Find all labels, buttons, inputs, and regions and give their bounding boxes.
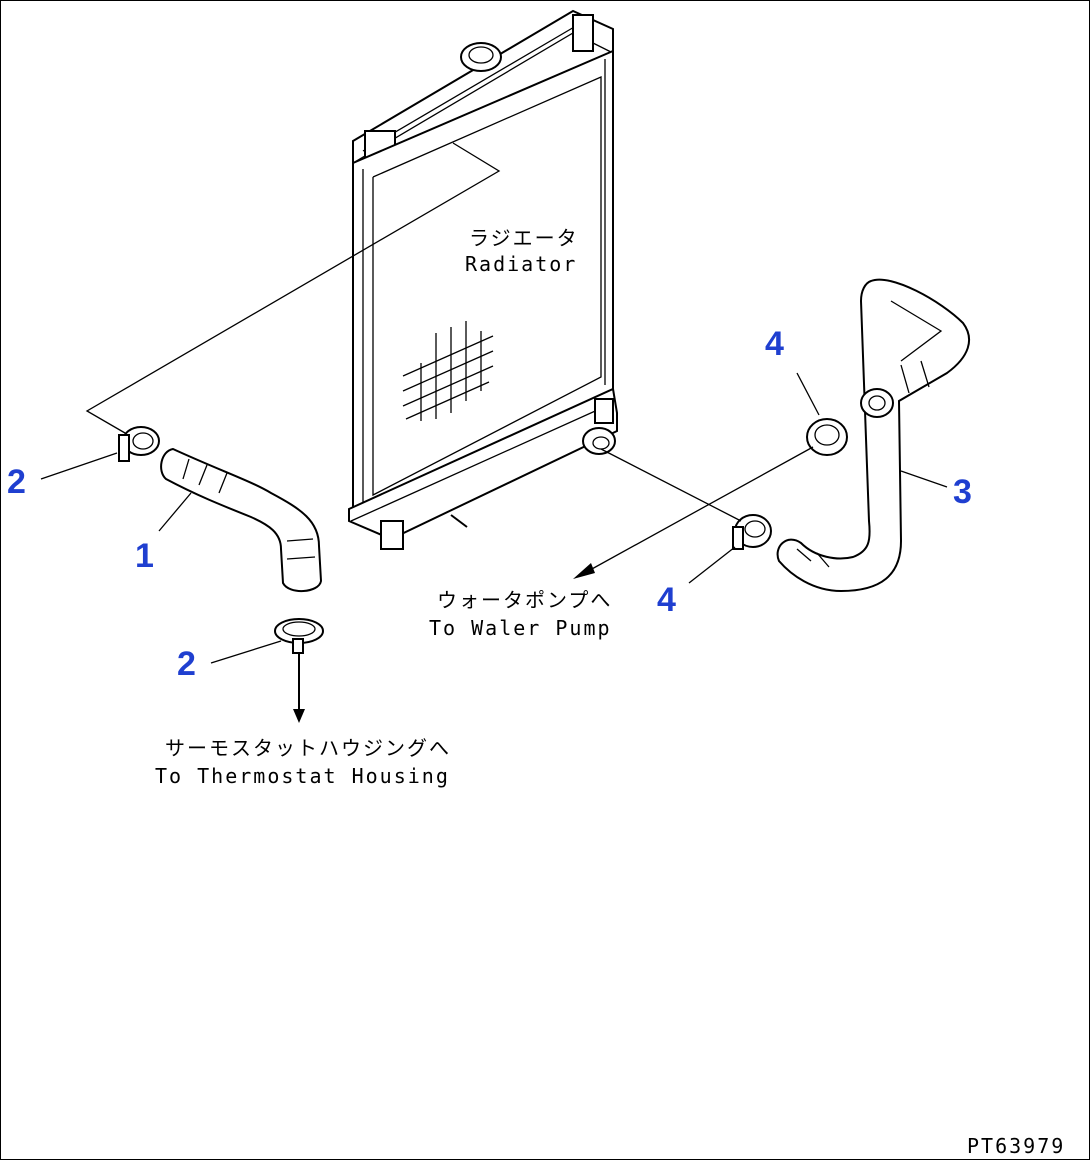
clamp-4-upper — [806, 418, 848, 456]
callout-4-lower: 4 — [657, 581, 676, 619]
callout-1: 1 — [135, 537, 154, 575]
clamp-4-lower — [732, 514, 772, 550]
callout-2-lower: 2 — [177, 645, 196, 683]
drawing-code: PT63979 — [967, 1134, 1065, 1158]
hose-1 — [160, 447, 323, 592]
label-radiator-ja: ラジエータ — [469, 226, 579, 250]
guide-lines — [40, 142, 948, 723]
callout-3: 3 — [953, 473, 972, 511]
arrow-thermostat-icon — [293, 709, 305, 723]
radiator — [348, 9, 618, 550]
label-water-pump-en: To Waler Pump — [429, 616, 612, 640]
callout-4-upper: 4 — [765, 325, 784, 363]
label-thermostat-ja: サーモスタットハウジングへ — [165, 736, 451, 760]
label-thermostat-en: To Thermostat Housing — [155, 764, 450, 788]
label-water-pump-ja: ウォータポンプへ — [437, 588, 612, 612]
clamp-2-lower — [274, 618, 324, 654]
label-radiator-en: Radiator — [465, 252, 577, 276]
arrow-water-pump-icon — [573, 563, 595, 579]
hose-3 — [776, 278, 971, 593]
clamp-2-upper — [118, 426, 160, 462]
core-hatch-icon — [402, 321, 494, 421]
callout-2-upper: 2 — [7, 463, 26, 501]
